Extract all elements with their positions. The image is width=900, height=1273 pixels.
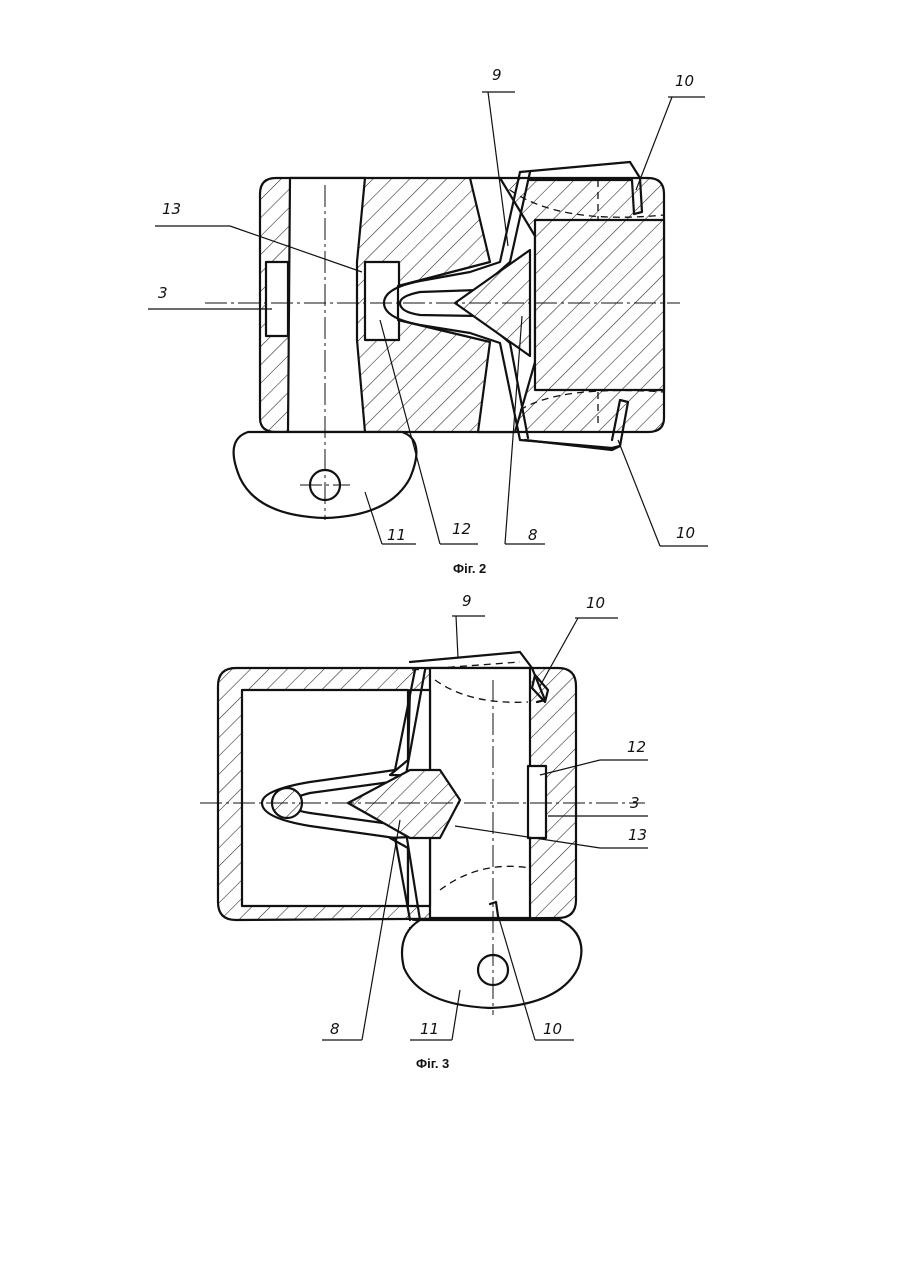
fig3-knob-11 <box>402 920 581 1008</box>
fig2-label-3: 3 <box>148 284 272 309</box>
svg-text:12: 12 <box>627 738 646 756</box>
svg-text:10: 10 <box>586 594 605 612</box>
fig2-vertical-bore <box>288 178 365 432</box>
fig2-caption: Фіг. 2 <box>453 561 486 576</box>
svg-text:13: 13 <box>162 200 181 218</box>
svg-text:3: 3 <box>630 794 640 812</box>
fig2-pin-3 <box>266 262 288 336</box>
fig3-caption: Фіг. 3 <box>416 1056 449 1071</box>
svg-text:8: 8 <box>528 526 538 544</box>
svg-text:3: 3 <box>158 284 168 302</box>
svg-text:11: 11 <box>387 526 406 544</box>
svg-text:10: 10 <box>676 524 695 542</box>
svg-text:8: 8 <box>330 1020 340 1038</box>
fig2-label-10-bottom: 10 <box>618 440 708 546</box>
fig3-slot-12 <box>528 766 546 838</box>
fig2-label-10-top: 10 <box>636 72 705 190</box>
svg-text:13: 13 <box>628 826 647 844</box>
fig2-right-cavity <box>535 220 664 390</box>
svg-text:9: 9 <box>492 66 502 84</box>
svg-text:12: 12 <box>452 520 471 538</box>
fig3-label-9: 9 <box>452 592 485 658</box>
svg-text:9: 9 <box>462 592 472 610</box>
svg-text:11: 11 <box>420 1020 439 1038</box>
figure-3: 9 10 12 3 13 8 11 <box>200 592 648 1071</box>
figure-2: 13 3 9 10 11 12 8 <box>148 66 708 576</box>
svg-text:10: 10 <box>675 72 694 90</box>
svg-text:10: 10 <box>543 1020 562 1038</box>
